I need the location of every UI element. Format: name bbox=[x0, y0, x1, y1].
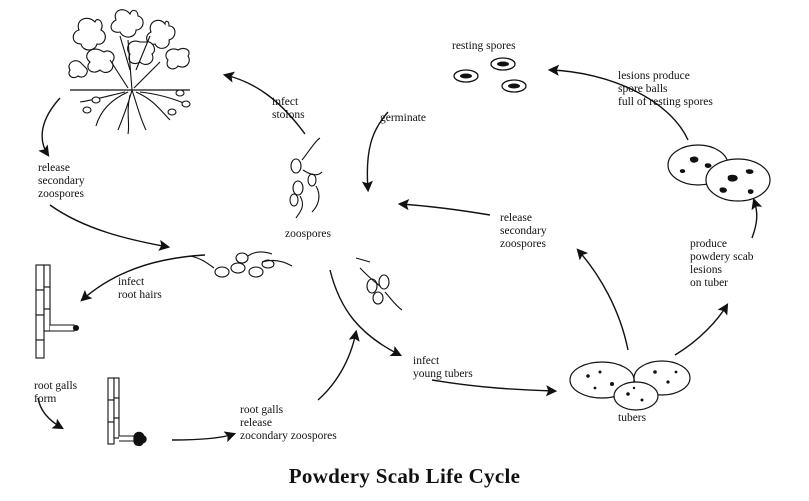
arrow-zoospores-to-stolons bbox=[222, 71, 306, 135]
label-zoospores: zoospores bbox=[285, 228, 331, 240]
root-gall-icon bbox=[107, 377, 147, 447]
arrow-gall-to-release bbox=[171, 431, 237, 443]
label-resting-spores: resting spores bbox=[452, 40, 516, 52]
arrow-release-to-center bbox=[397, 199, 491, 216]
resting-spores-icon bbox=[453, 57, 527, 93]
label-root-galls-release: root galls release zocondary zoospores bbox=[240, 404, 337, 442]
lesioned-tubers-icon bbox=[667, 144, 771, 202]
label-release-secondary-right: release secondary zoospores bbox=[500, 212, 547, 250]
label-germinate: germinate bbox=[380, 112, 426, 124]
arrow-roothair-to-gall bbox=[37, 397, 64, 430]
arrow-resting-to-germinate bbox=[361, 111, 389, 193]
arrow-release-to-zoospores bbox=[49, 204, 171, 251]
label-lesions-produce: lesions produce spore balls full of rest… bbox=[618, 70, 713, 108]
arrow-release-up bbox=[317, 329, 360, 401]
tubers-icon bbox=[569, 360, 691, 411]
zoospores-stolon-icon bbox=[289, 137, 323, 219]
label-infect-stolons: infect stolons bbox=[272, 96, 305, 121]
root-hair-icon bbox=[35, 264, 80, 359]
diagram-title: Powdery Scab Life Cycle bbox=[288, 464, 521, 488]
arrow-zoospores-to-root-hairs bbox=[80, 254, 206, 302]
arrow-lesions-to-sporeballs bbox=[751, 197, 763, 239]
arrow-plant-to-release bbox=[38, 97, 61, 157]
zoospores-tuber-icon bbox=[355, 257, 403, 311]
label-produce-lesions: produce powdery scab lesions on tuber bbox=[690, 238, 754, 289]
label-release-secondary-left: release secondary zoospores bbox=[38, 162, 85, 200]
arrow-zoospores-to-young-tubers bbox=[329, 269, 403, 357]
label-tubers: tubers bbox=[618, 412, 647, 424]
label-root-galls-form: root galls form bbox=[34, 380, 78, 405]
label-infect-root-hairs: infect root hairs bbox=[118, 276, 162, 301]
cycle-arrows bbox=[37, 64, 763, 443]
potato-plant-icon bbox=[68, 9, 191, 135]
label-infect-young-tubers: infect young tubers bbox=[413, 355, 473, 380]
arrow-tubers-to-release bbox=[576, 248, 629, 351]
arrow-sporeballs-to-resting bbox=[547, 64, 689, 141]
zoospores-center-icon bbox=[189, 251, 293, 278]
arrow-young-tubers-to-tubers bbox=[431, 379, 558, 397]
arrow-tubers-to-lesions bbox=[674, 303, 729, 356]
